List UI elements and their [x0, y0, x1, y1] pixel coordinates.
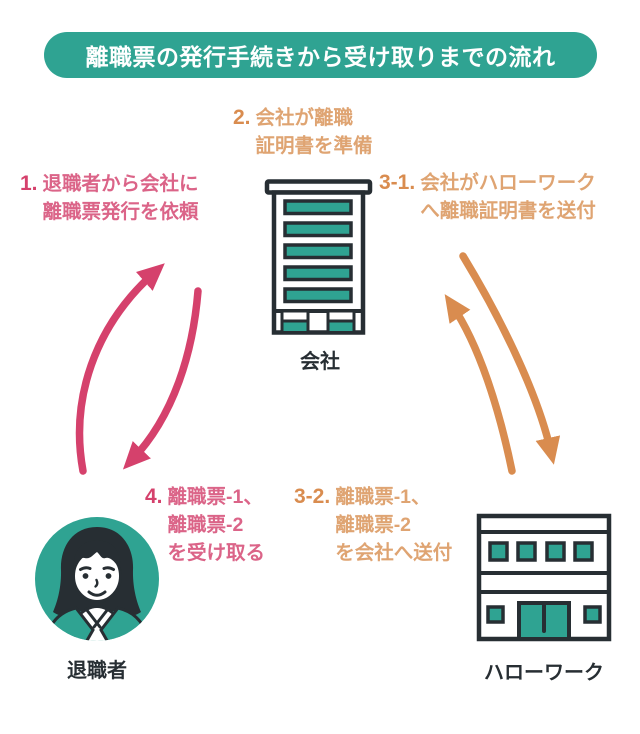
step-4-text: を受け取る: [167, 542, 266, 564]
step-3-1-text: へ離職証明書を送付: [420, 200, 596, 222]
step-1-text: 退職者から会社に: [42, 173, 199, 195]
page-title: 離職票の発行手続きから受け取りまでの流れ: [85, 44, 556, 70]
step-4-number: 4.: [145, 485, 163, 508]
arrow-company-to-hellowork: [459, 252, 561, 465]
arrow-company-to-retiree: [122, 287, 202, 470]
step-1-number: 1.: [20, 172, 38, 195]
step-2-text: 会社が離職: [255, 107, 354, 129]
step-3-1-text: 会社がハローワーク: [420, 172, 596, 194]
arrow-retiree-to-company: [75, 263, 165, 475]
woman-avatar-icon: [35, 517, 159, 641]
office-building-icon: [264, 179, 373, 335]
step-4: 4. 離職票-1、 離職票-2 を受け取る: [145, 483, 265, 567]
step-1: 1. 退職者から会社に 離職票発行を依頼: [20, 170, 199, 226]
step-3-2-text: 離職票-2: [335, 514, 412, 536]
step-3-2-text: を会社へ送付: [335, 542, 453, 564]
government-building-icon: [476, 513, 612, 642]
retiree-label: 退職者: [67, 660, 127, 682]
step-1-text: 離職票発行を依頼: [42, 201, 199, 223]
step-4-text: 離職票-1、: [167, 486, 263, 508]
company-label: 会社: [300, 351, 340, 373]
title-banner: 離職票の発行手続きから受け取りまでの流れ: [44, 32, 597, 78]
step-3-2-text: 離職票-1、: [335, 486, 431, 508]
step-4-text: 離職票-2: [167, 514, 244, 536]
step-2-number: 2.: [233, 106, 251, 129]
step-3-2-number: 3-2.: [294, 485, 331, 508]
step-2-text: 証明書を準備: [255, 135, 373, 157]
step-3-2: 3-2. 離職票-1、 離職票-2 を会社へ送付: [294, 483, 452, 567]
step-2: 2. 会社が離職 証明書を準備: [233, 104, 373, 160]
arrow-hellowork-to-company: [444, 294, 516, 475]
step-3-1-number: 3-1.: [379, 171, 416, 194]
hellowork-label: ハローワーク: [484, 662, 604, 684]
bangs: [73, 540, 121, 572]
step-3-1: 3-1. 会社がハローワーク へ離職証明書を送付: [379, 169, 596, 225]
